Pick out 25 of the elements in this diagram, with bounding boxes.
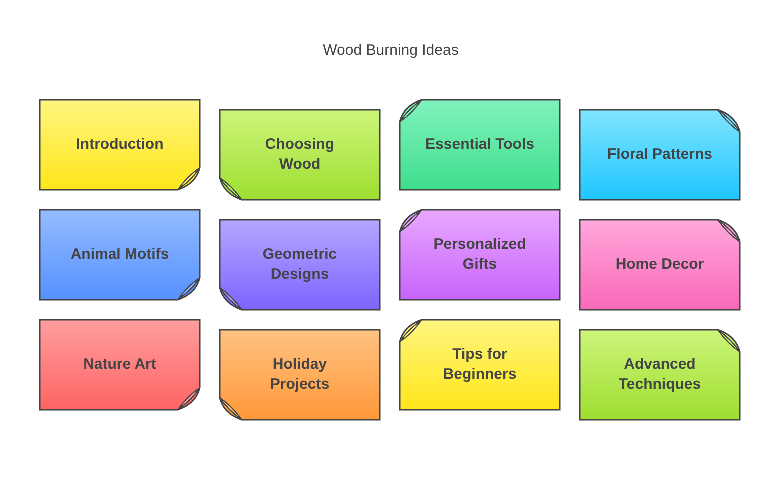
- note-text: Tips for Beginners: [442, 345, 518, 385]
- sticky-note: [400, 100, 560, 190]
- sticky-note: [40, 100, 200, 190]
- sticky-note: [40, 320, 200, 410]
- note-text: Advanced Techniques: [618, 355, 702, 395]
- note-text: Home Decor: [616, 255, 704, 275]
- sticky-note: [220, 330, 380, 420]
- sticky-note: [580, 110, 740, 200]
- sticky-note: [400, 210, 560, 300]
- note-text: Geometric Designs: [262, 245, 338, 285]
- sticky-note: [400, 320, 560, 410]
- note-text: Introduction: [76, 135, 164, 155]
- note-text: Holiday Projects: [269, 355, 331, 395]
- sticky-note: [580, 330, 740, 420]
- sticky-note: [40, 210, 200, 300]
- note-text: Essential Tools: [426, 135, 534, 155]
- sticky-note: [220, 220, 380, 310]
- note-text: Floral Patterns: [607, 145, 713, 165]
- note-text: Choosing Wood: [264, 135, 336, 175]
- note-text: Personalized Gifts: [432, 235, 528, 275]
- diagram-title: Wood Burning Ideas: [322, 42, 460, 59]
- sticky-note: [220, 110, 380, 200]
- note-text: Nature Art: [84, 355, 156, 375]
- note-text: Animal Motifs: [70, 245, 170, 265]
- sticky-note: [580, 220, 740, 310]
